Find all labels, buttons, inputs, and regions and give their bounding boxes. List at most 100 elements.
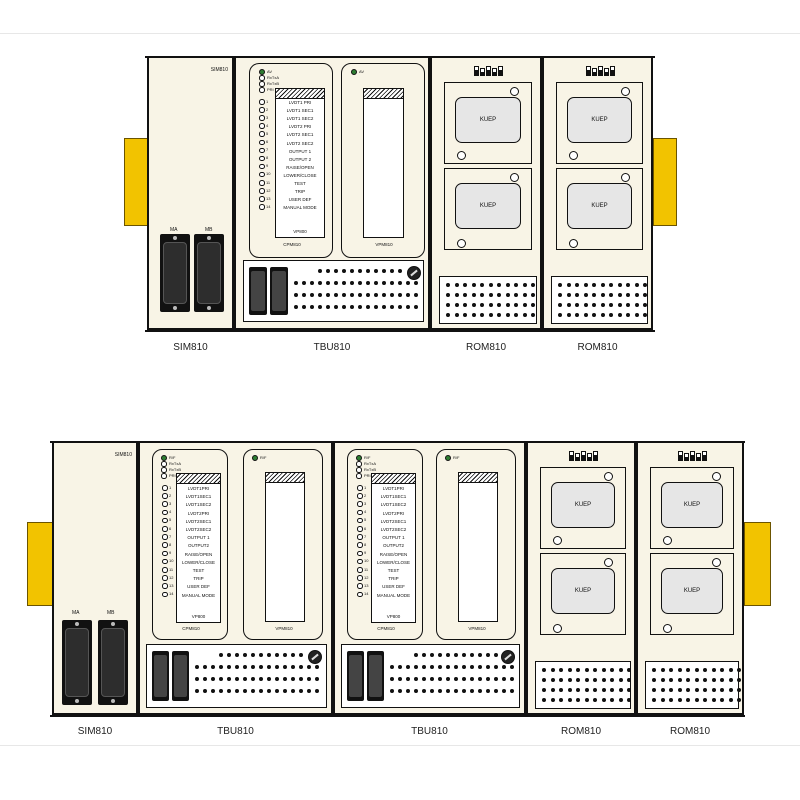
led-number: 3 (364, 500, 367, 506)
terminal-point (334, 293, 338, 297)
terminal-point (382, 305, 386, 309)
terminal-point (446, 283, 450, 287)
terminal-point (494, 689, 498, 693)
led-number: 4 (169, 509, 172, 515)
terminal-point (488, 313, 493, 317)
terminal-point (505, 293, 510, 297)
terminal-point (342, 269, 346, 273)
dip-switch[interactable] (678, 451, 707, 463)
led-label: RxTxA (364, 461, 376, 466)
terminal-point (211, 665, 215, 669)
terminal-point (480, 293, 484, 297)
sub-d-connector[interactable] (367, 651, 384, 701)
terminal-point (497, 283, 501, 287)
dip-switch[interactable] (569, 451, 598, 463)
mount-hole (621, 173, 630, 182)
terminal-screw[interactable] (407, 266, 421, 280)
rom-panel: KUEP (540, 553, 626, 635)
terminal-point (294, 281, 298, 285)
terminal-point (522, 283, 527, 287)
sub-d-connector[interactable] (152, 651, 169, 701)
terminal-point (203, 689, 207, 693)
terminal-point (494, 653, 498, 657)
terminal-point (219, 653, 223, 657)
terminal-point (462, 677, 466, 681)
terminal-point (471, 293, 476, 297)
led-number: 14 (364, 591, 369, 597)
rom-panel: KUEP (650, 467, 734, 549)
mount-hole (457, 239, 466, 248)
terminal-point (275, 677, 279, 681)
terminal-point (422, 665, 426, 669)
terminal-point (711, 678, 716, 682)
terminal-point (251, 653, 255, 657)
ma-connector[interactable] (62, 620, 92, 705)
led-number: 11 (169, 566, 174, 572)
dip-switch[interactable] (586, 66, 615, 78)
terminal-point (211, 689, 215, 693)
signal-led (357, 567, 363, 573)
terminal-point (576, 698, 580, 702)
signal-led (162, 550, 168, 557)
terminal-point (318, 281, 322, 285)
status-led (356, 473, 362, 479)
led-number: 5 (364, 517, 367, 523)
ma-connector[interactable] (160, 234, 190, 312)
led-number: 13 (364, 582, 369, 588)
terminal-screw[interactable] (501, 650, 515, 664)
sub-d-connector[interactable] (347, 651, 364, 701)
terminal-point (470, 665, 474, 669)
terminal-point (617, 313, 622, 317)
terminal-point (291, 689, 295, 693)
terminal-point (299, 677, 303, 681)
mb-connector[interactable] (194, 234, 224, 312)
mount-hole (510, 87, 519, 96)
terminal-point (737, 688, 741, 692)
terminal-point (478, 665, 482, 669)
terminal-point (567, 688, 572, 692)
terminal-point (660, 698, 665, 702)
terminal-point (486, 653, 490, 657)
terminal-point (406, 689, 410, 693)
terminal-point (634, 303, 639, 307)
mounting-clip-left (27, 522, 54, 606)
terminal-point (259, 665, 263, 669)
led-label: R/F (169, 455, 176, 460)
terminal-point (398, 293, 402, 297)
sub-d-connector[interactable] (249, 267, 267, 315)
module-label: TBU810 (217, 726, 254, 737)
signal-label: USER DEF (187, 584, 210, 590)
terminal-point (600, 283, 605, 287)
terminal-point (227, 665, 231, 669)
terminal-point (227, 689, 231, 693)
terminal-point (703, 688, 707, 692)
terminal-point (219, 665, 223, 669)
signal-label: TEST (387, 568, 400, 573)
terminal-point (438, 665, 442, 669)
dip-switch[interactable] (474, 66, 503, 78)
terminal-point (318, 305, 322, 309)
terminal-point (235, 665, 239, 669)
mb-connector[interactable] (98, 620, 128, 705)
terminal-screw[interactable] (308, 650, 322, 664)
status-led (259, 75, 265, 81)
sub-d-connector[interactable] (270, 267, 288, 315)
signal-label: LVDT1 SEC2 (286, 116, 314, 122)
terminal-point (677, 688, 682, 692)
terminal-point (414, 677, 418, 681)
terminal-point (398, 305, 402, 309)
terminal-point (480, 313, 484, 317)
signal-label: RAISE/OPEN (286, 164, 314, 170)
terminal-point (626, 293, 630, 297)
terminal-point (514, 293, 518, 297)
rom-panel: KUEP (650, 553, 734, 635)
terminal-point (486, 665, 490, 669)
led-label: PRI (364, 473, 371, 478)
terminal-point (406, 665, 410, 669)
terminal-point (382, 281, 386, 285)
terminal-point (211, 677, 215, 681)
terminal-point (593, 678, 597, 682)
sub-d-connector[interactable] (172, 651, 189, 701)
